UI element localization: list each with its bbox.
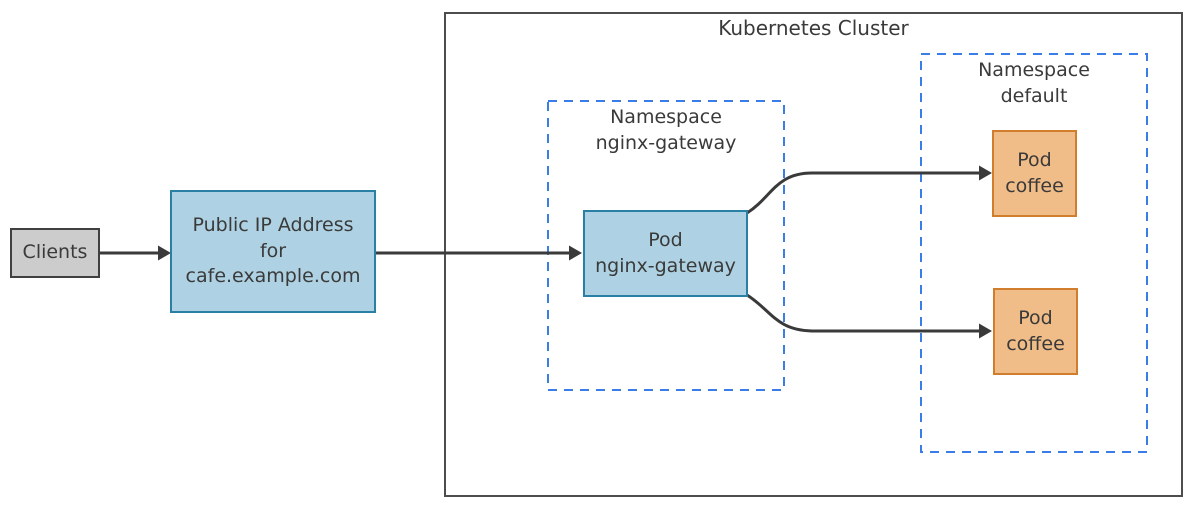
clients-node: Clients <box>10 228 100 278</box>
arrowhead-clients-to-public-ip <box>158 245 171 261</box>
namespace-nginx-gateway-title: Namespace nginx-gateway <box>595 106 737 154</box>
pod-coffee-bottom-node: Pod coffee <box>993 288 1078 375</box>
namespace-default-boundary <box>920 53 1148 453</box>
namespace-nginx-gateway-boundary <box>547 100 785 391</box>
public-ip-address-node: Public IP Address for cafe.example.com <box>170 190 376 313</box>
edge-pod-nginx-gateway-to-pod-coffee-top <box>746 171 979 215</box>
kubernetes-cluster-title: Kubernetes Cluster <box>718 16 909 40</box>
arrowhead-public-ip-to-pod-nginx-gateway <box>569 245 582 261</box>
namespace-default-title: Namespace default <box>978 59 1090 107</box>
edge-pod-nginx-gateway-to-pod-coffee-bottom <box>746 293 979 333</box>
pod-coffee-top-node: Pod coffee <box>992 130 1077 217</box>
arrowhead-to-pod-coffee-bottom <box>979 323 992 339</box>
arrowhead-to-pod-coffee-top <box>979 165 992 181</box>
pod-nginx-gateway-node: Pod nginx-gateway <box>583 210 748 297</box>
